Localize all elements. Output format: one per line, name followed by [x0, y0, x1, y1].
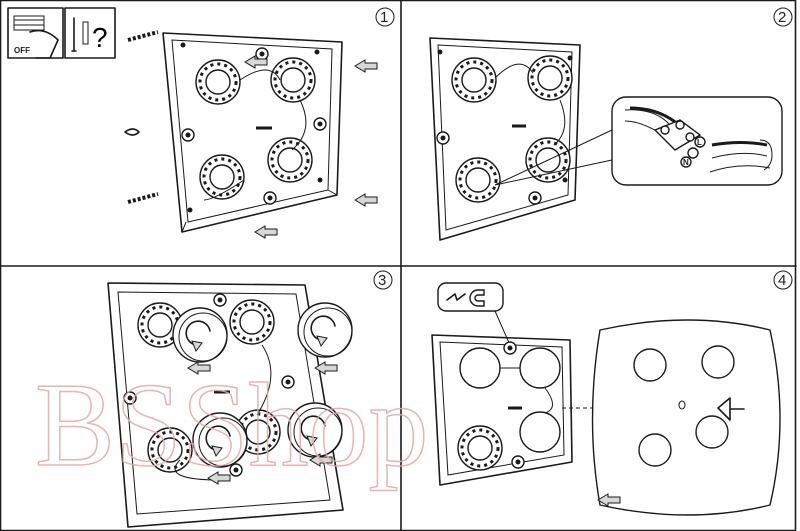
mounting-box — [429, 37, 581, 241]
terminal-neutral-label: N — [683, 158, 689, 167]
mounting-box — [107, 282, 353, 528]
wiring-callout: L N — [494, 96, 783, 186]
magnet-icon — [469, 289, 485, 307]
terminal-live-label: L — [697, 138, 702, 147]
step-1-badge — [375, 7, 395, 27]
question-mark: ? — [92, 22, 108, 53]
panel-step-2: L N 2 — [429, 7, 793, 241]
cover-plate — [591, 319, 781, 516]
watermark: BSShop — [35, 358, 429, 491]
step-2-number: 2 — [778, 9, 786, 26]
mounting-box — [431, 334, 672, 486]
step-4-badge — [773, 270, 793, 290]
off-label: OFF — [14, 46, 30, 55]
step-1-number: 1 — [380, 9, 388, 26]
earth-terminal-icon — [687, 147, 699, 159]
power-off-icon: OFF — [7, 7, 64, 59]
panel-step-1: OFF ? 1 — [7, 7, 395, 239]
mounting-box — [162, 32, 343, 233]
step-3-number: 3 — [378, 272, 386, 289]
magnet-callout — [437, 282, 511, 346]
panel-step-4: 4 — [431, 270, 793, 516]
screw-question-icon: ? — [64, 7, 116, 59]
step-2-badge — [773, 7, 793, 27]
panel-step-3: 3 — [107, 270, 393, 528]
step-3-badge — [373, 270, 393, 290]
wall-plugs — [124, 30, 378, 239]
step-4-number: 4 — [778, 272, 786, 289]
